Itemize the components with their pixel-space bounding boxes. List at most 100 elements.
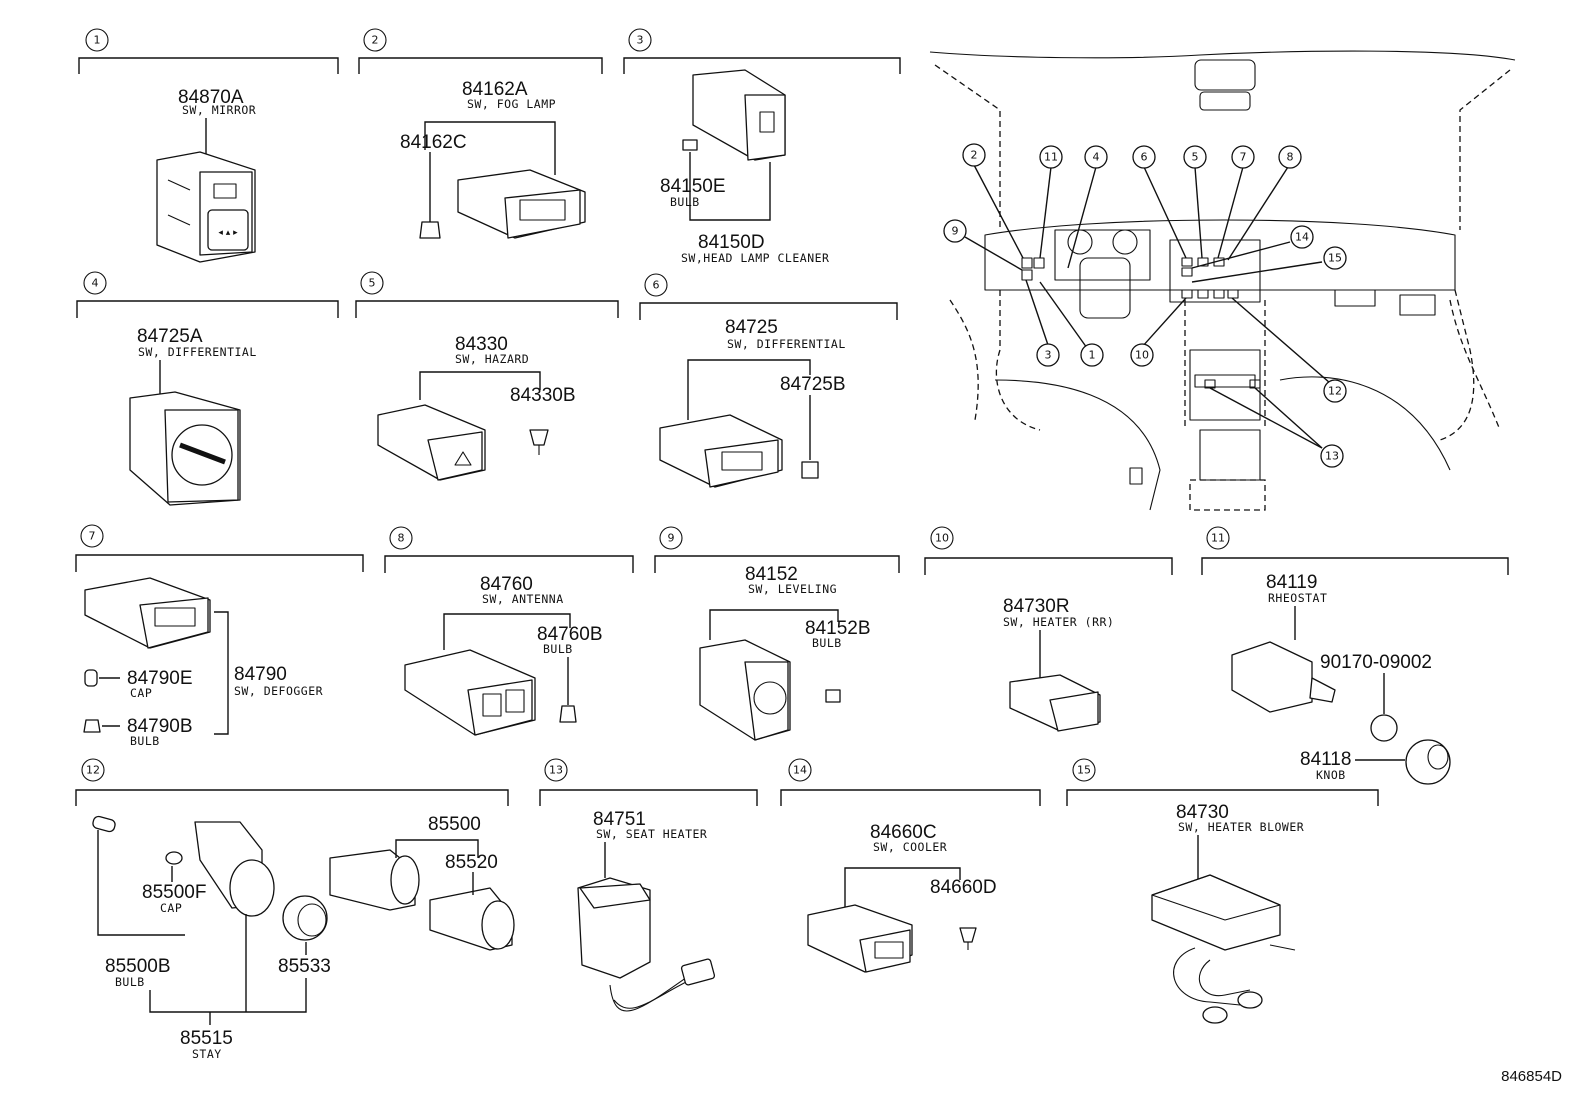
part-number: 84730R bbox=[1003, 596, 1070, 617]
part-number: 85515 bbox=[180, 1028, 233, 1049]
section-number: 14 bbox=[793, 764, 807, 777]
part-number: 84790E bbox=[127, 668, 193, 689]
section-number: 4 bbox=[92, 277, 99, 290]
section-bracket bbox=[78, 57, 339, 74]
part-description: BULB bbox=[812, 636, 842, 650]
part-number: 85500B bbox=[105, 956, 171, 977]
part-description: BULB bbox=[543, 642, 573, 656]
section-15: 15 84730 SW, HEATER BLOWER bbox=[1066, 758, 1379, 1024]
svg-text:◂ ▴ ▸: ◂ ▴ ▸ bbox=[218, 228, 238, 238]
part-description: SW, HEATER BLOWER bbox=[1178, 820, 1304, 834]
part-description: SW, DEFOGGER bbox=[234, 684, 323, 698]
section-7: 7 84790 SW, DEFOGGER 84790E CAP 84790B B… bbox=[75, 524, 364, 748]
part-description: SW, SEAT HEATER bbox=[596, 827, 707, 841]
section-5: 5 84330 SW, HAZARD 84330B bbox=[355, 271, 619, 481]
svg-text:2: 2 bbox=[971, 149, 978, 162]
section-2: 2 84162A SW, FOG LAMP 84162C bbox=[358, 28, 603, 239]
dashboard-callouts: 2 11 4 6 5 7 8 9 14 15 3 1 10 12 13 bbox=[943, 143, 1347, 468]
section-number: 2 bbox=[372, 34, 379, 47]
part-number: 84152 bbox=[745, 564, 798, 585]
section-number: 5 bbox=[369, 277, 376, 290]
svg-text:6: 6 bbox=[1141, 151, 1148, 164]
part-description: SW, MIRROR bbox=[182, 103, 256, 117]
part-number: 84660C bbox=[870, 822, 937, 843]
svg-text:3: 3 bbox=[1045, 349, 1052, 362]
mirror-switch-illustration: ◂ ▴ ▸ bbox=[156, 151, 256, 263]
head-lamp-cleaner-switch-illustration bbox=[682, 69, 786, 161]
section-6: 6 84725 SW, DIFFERENTIAL 84725B bbox=[639, 273, 898, 488]
section-14: 14 84660C SW, COOLER 84660D bbox=[780, 758, 1041, 973]
part-description: SW, DIFFERENTIAL bbox=[727, 337, 846, 351]
part-number: 84725A bbox=[137, 326, 203, 347]
seat-heater-switch-illustration bbox=[577, 877, 716, 1012]
part-number: 84162C bbox=[400, 132, 467, 153]
part-description: SW, LEVELING bbox=[748, 582, 837, 596]
section-10: 10 84730R SW, HEATER (RR) bbox=[924, 526, 1173, 732]
svg-text:10: 10 bbox=[1135, 349, 1149, 362]
svg-text:8: 8 bbox=[1287, 151, 1294, 164]
section-number: 7 bbox=[89, 530, 96, 543]
svg-text:5: 5 bbox=[1192, 151, 1199, 164]
part-number: 84150E bbox=[660, 176, 726, 197]
section-9: 9 84152 SW, LEVELING 84152B BULB bbox=[654, 526, 900, 741]
section-number: 15 bbox=[1077, 764, 1091, 777]
rear-heater-switch-illustration bbox=[1009, 674, 1101, 732]
part-number: 84119 bbox=[1266, 572, 1317, 593]
svg-text:14: 14 bbox=[1295, 231, 1309, 244]
part-number: 84725B bbox=[780, 374, 846, 395]
part-number: 85520 bbox=[445, 852, 498, 873]
section-13: 13 84751 SW, SEAT HEATER bbox=[539, 758, 758, 1012]
part-number: 84730 bbox=[1176, 802, 1229, 823]
svg-text:12: 12 bbox=[1328, 385, 1342, 398]
section-number: 6 bbox=[653, 279, 660, 292]
svg-text:9: 9 bbox=[952, 225, 959, 238]
hazard-switch-illustration bbox=[377, 404, 549, 481]
part-number: 84162A bbox=[462, 79, 528, 100]
part-number: 84760B bbox=[537, 624, 603, 645]
section-3: 3 84150E BULB 84150D SW,HEAD LAMP CLEANE… bbox=[623, 28, 901, 265]
part-number: 85500F bbox=[142, 882, 206, 903]
part-description: BULB bbox=[115, 975, 145, 989]
part-description: BULB bbox=[130, 734, 160, 748]
part-number: 84118 bbox=[1300, 749, 1351, 770]
rheostat-illustration bbox=[1231, 641, 1451, 785]
part-description: SW, COOLER bbox=[873, 840, 947, 854]
leveling-switch-illustration bbox=[699, 639, 841, 741]
part-description: BULB bbox=[670, 195, 700, 209]
svg-text:13: 13 bbox=[1325, 450, 1339, 463]
part-number: 90170-09002 bbox=[1320, 652, 1432, 673]
section-number: 1 bbox=[94, 34, 101, 47]
part-number: 84152B bbox=[805, 618, 871, 639]
antenna-switch-illustration bbox=[404, 649, 577, 736]
part-number: 84150D bbox=[698, 232, 765, 253]
dashboard-overview: 2 11 4 6 5 7 8 9 14 15 3 1 10 12 13 bbox=[929, 50, 1516, 511]
svg-text:11: 11 bbox=[1044, 151, 1058, 164]
part-number: 84760 bbox=[480, 574, 533, 595]
svg-text:7: 7 bbox=[1240, 151, 1247, 164]
section-1: 1 84870A SW, MIRROR ◂ ▴ ▸ bbox=[78, 28, 339, 263]
part-description: KNOB bbox=[1316, 768, 1346, 782]
svg-text:1: 1 bbox=[1089, 349, 1096, 362]
part-number: 84330B bbox=[510, 385, 576, 406]
section-number: 12 bbox=[86, 764, 100, 777]
part-description: SW, HEATER (RR) bbox=[1003, 615, 1114, 629]
part-number: 84330 bbox=[455, 334, 508, 355]
part-description: SW,HEAD LAMP CLEANER bbox=[681, 251, 829, 265]
part-description: SW, DIFFERENTIAL bbox=[138, 345, 257, 359]
section-12: 12 85500 85520 85500F CAP 85500B BULB 85… bbox=[75, 758, 515, 1061]
section-number: 8 bbox=[398, 532, 405, 545]
heater-blower-switch-illustration bbox=[1151, 874, 1296, 1024]
differential-switch-illustration bbox=[129, 391, 241, 506]
svg-text:15: 15 bbox=[1328, 252, 1342, 265]
section-number-circle bbox=[85, 28, 109, 52]
part-number: 84870A bbox=[178, 87, 244, 108]
diagram-code: 846854D bbox=[1501, 1068, 1562, 1085]
section-number: 13 bbox=[549, 764, 563, 777]
section-number: 3 bbox=[637, 34, 644, 47]
section-11: 11 84119 RHEOSTAT 90170-09002 84118 KNOB bbox=[1201, 526, 1509, 785]
section-8: 8 84760 SW, ANTENNA 84760B BULB bbox=[384, 526, 634, 736]
part-number: 84660D bbox=[930, 877, 997, 898]
part-number: 84790 bbox=[234, 664, 287, 685]
fog-lamp-switch-illustration bbox=[419, 169, 586, 239]
